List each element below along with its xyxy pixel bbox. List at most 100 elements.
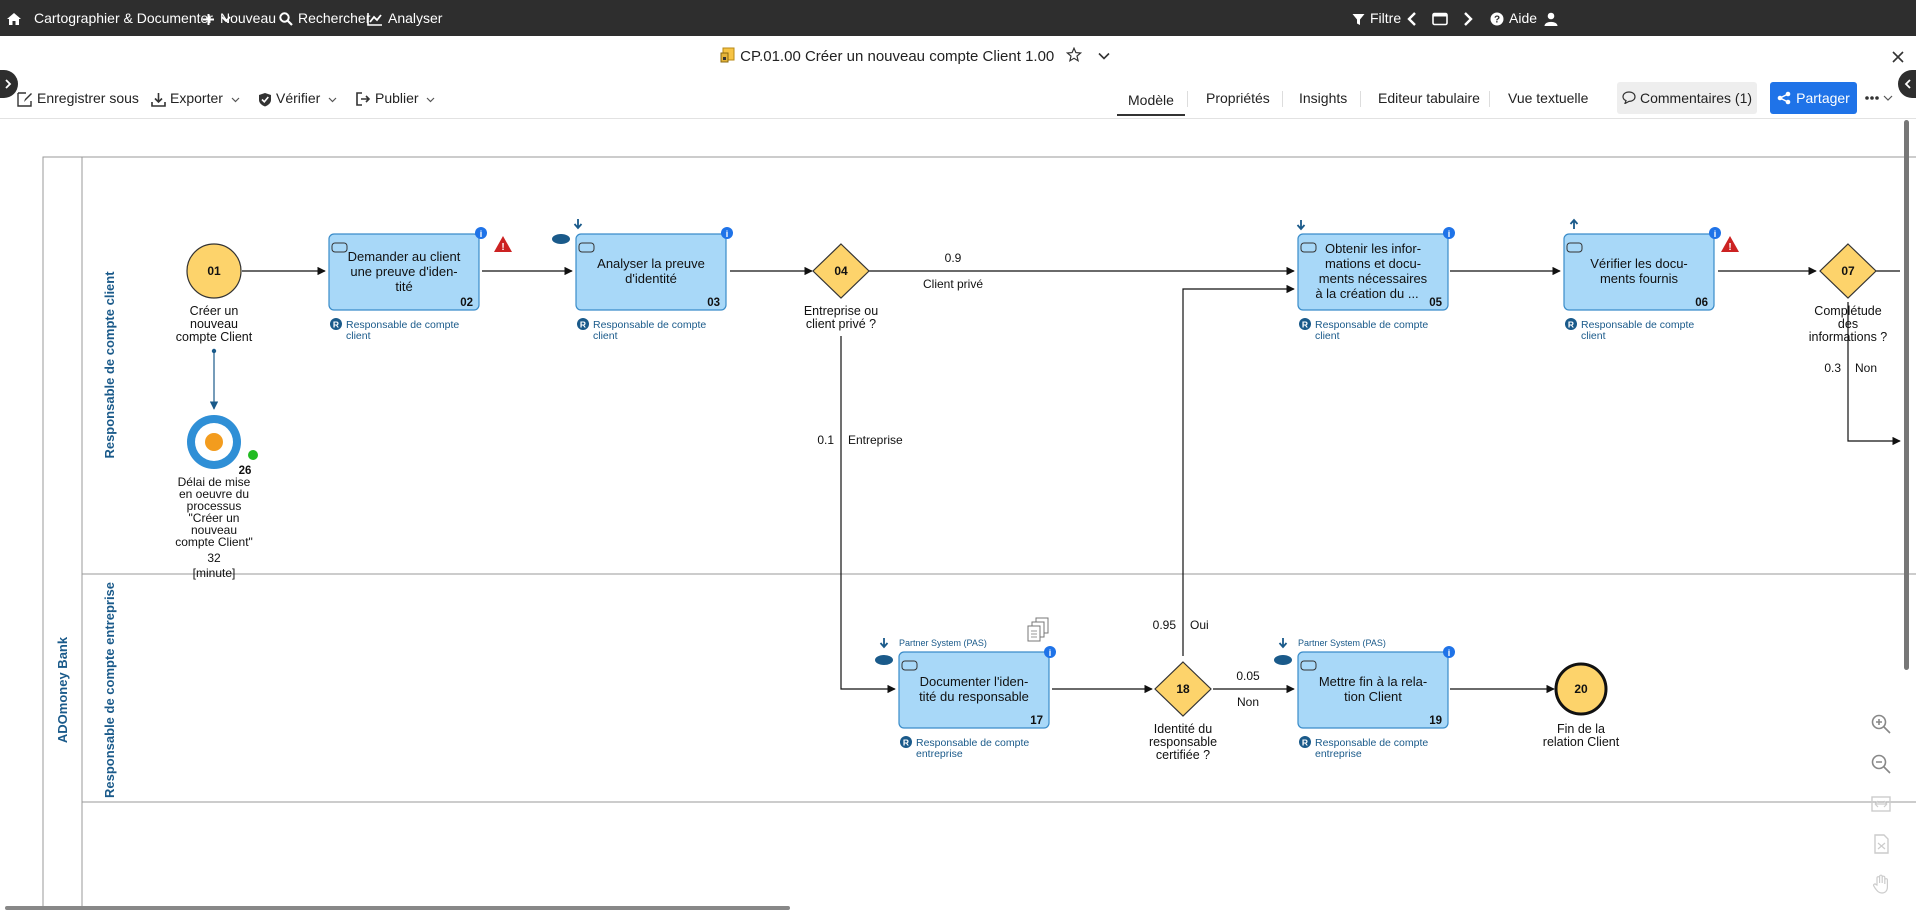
indicator-label: Délai de mise [178,475,251,489]
share-button[interactable]: Partager [1770,82,1857,114]
filtre-button[interactable]: Filtre [1352,0,1401,36]
tab-separator [1489,91,1490,107]
flow-condition: Non [1855,361,1877,375]
svg-text:!: ! [1728,242,1731,253]
role-label: Responsable de compte [593,319,706,331]
task-label: ments nécessaires [1319,271,1428,286]
warning-icon[interactable] [1721,236,1739,252]
task-label: tion Client [1344,689,1402,704]
documents-icon[interactable] [1027,617,1049,642]
chevron-down-icon [231,97,240,103]
user-menu-button[interactable] [1544,0,1563,36]
task-19[interactable]: Partner System (PAS) Mettre fin à la rel… [1274,638,1455,760]
data-indicator-icon [552,234,570,244]
fit-page-button[interactable] [1870,833,1892,855]
warning-icon[interactable] [494,236,512,252]
info-icon[interactable] [1443,227,1455,239]
window-button[interactable] [1432,0,1453,36]
vertical-scrollbar[interactable] [1904,120,1909,670]
task-02[interactable]: Demander au client une preuve d'iden- ti… [328,227,512,342]
right-panel-toggle[interactable] [1898,70,1916,98]
start-event[interactable]: 01 Créer un nouveau compte Client [176,243,253,344]
event-number: 20 [1574,682,1588,696]
flow-condition: Entreprise [848,433,903,447]
chevron-down-icon [221,16,231,23]
gateway-number: 07 [1841,264,1855,278]
left-panel-toggle[interactable] [0,70,18,98]
home-button[interactable] [6,0,27,36]
tab-editeur-tabulaire[interactable]: Editeur tabulaire [1378,90,1480,106]
comments-button[interactable]: Commentaires (1) [1617,82,1757,114]
flow-probability: 0.9 [945,251,962,265]
info-icon[interactable] [475,227,487,239]
analyser-button[interactable]: Analyser [367,0,442,36]
svg-text:i: i [1714,229,1717,239]
gateway-04[interactable]: 04 Entreprise ou client privé ? [804,243,878,331]
fit-width-button[interactable] [1870,793,1892,815]
gateway-18[interactable]: 18 Identité du responsable certifiée ? [1149,661,1217,762]
pan-button[interactable] [1870,873,1892,895]
exporter-button[interactable]: Exporter [151,78,244,118]
publier-button[interactable]: Publier [356,78,439,118]
svg-text:R: R [580,320,586,330]
info-icon[interactable] [1709,227,1721,239]
next-button[interactable] [1462,0,1479,36]
close-icon[interactable] [1891,50,1905,64]
tab-modele[interactable]: Modèle [1117,82,1185,116]
aide-button[interactable]: ?Aide [1490,0,1537,36]
role-label: entreprise [1315,748,1362,760]
zoom-out-button[interactable] [1870,753,1892,775]
menu-cartographier[interactable]: Cartographier & Documenter [34,0,236,36]
task-label: ments fournis [1600,271,1679,286]
tab-separator [1360,91,1361,107]
role-badge-icon [577,318,589,330]
verifier-button[interactable]: Vérifier [258,78,341,118]
nouveau-button[interactable]: Nouveau [202,0,276,36]
more-options-icon[interactable] [1864,91,1896,105]
data-indicator-icon [1274,655,1292,665]
pool-label: ADOmoney Bank [55,636,70,743]
previous-button[interactable] [1406,0,1423,36]
chevron-down-icon[interactable] [1097,49,1111,63]
gateway-07[interactable]: 07 Complétude des informations ? [1809,243,1888,344]
document-title-bar: CP.01.00 Créer un nouveau compte Client … [0,36,1916,78]
end-event[interactable]: 20 Fin de la relation Client [1543,662,1620,749]
timer-indicator[interactable]: 26 Délai de mise en oeuvre du processus … [175,415,258,580]
timer-association [209,348,219,410]
indicator-unit: [minute] [193,566,236,580]
task-type-icon [331,242,348,253]
tab-vue-textuelle[interactable]: Vue textuelle [1508,90,1589,106]
star-icon[interactable] [1066,46,1083,63]
info-icon[interactable] [721,227,733,239]
horizontal-scrollbar[interactable] [5,906,790,910]
info-icon[interactable] [1443,646,1455,658]
enregistrer-sous-button[interactable]: Enregistrer sous [17,78,139,118]
rechercher-button[interactable]: Rechercher [279,0,370,36]
model-canvas[interactable]: ADOmoney Bank Responsable de compte clie… [0,118,1916,910]
indicator-label: processus [187,499,242,513]
task-17[interactable]: Partner System (PAS) Documenter l'iden- … [875,617,1056,760]
gateway-label: informations ? [1809,330,1888,344]
data-indicator-icon [875,655,893,665]
info-icon[interactable] [1044,646,1056,658]
status-dot [248,450,258,460]
chevron-left-icon [1407,12,1416,27]
process-document-icon [720,47,735,63]
task-03[interactable]: Analyser la preuve d'identité 03 i R Res… [552,219,733,342]
pool[interactable]: ADOmoney Bank Responsable de compte clie… [42,156,1916,910]
task-label: tité du responsable [919,689,1029,704]
tab-proprietes[interactable]: Propriétés [1206,90,1270,106]
fit-width-icon [1871,796,1891,812]
task-05[interactable]: Obtenir les infor- mations et docu- ment… [1296,220,1456,342]
role-label: client [1581,330,1606,342]
event-label: relation Client [1543,735,1620,749]
svg-text:i: i [1448,648,1451,658]
export-icon [151,92,166,107]
task-type-icon [901,660,918,671]
zoom-in-button[interactable] [1870,713,1892,735]
gateway-number: 04 [834,264,848,278]
tab-insights[interactable]: Insights [1299,90,1348,106]
task-label: Analyser la preuve [597,256,705,271]
bpmn-diagram: ADOmoney Bank Responsable de compte clie… [42,156,1916,910]
task-06[interactable]: Vérifier les docu- ments fournis 06 i ! … [1563,218,1739,342]
